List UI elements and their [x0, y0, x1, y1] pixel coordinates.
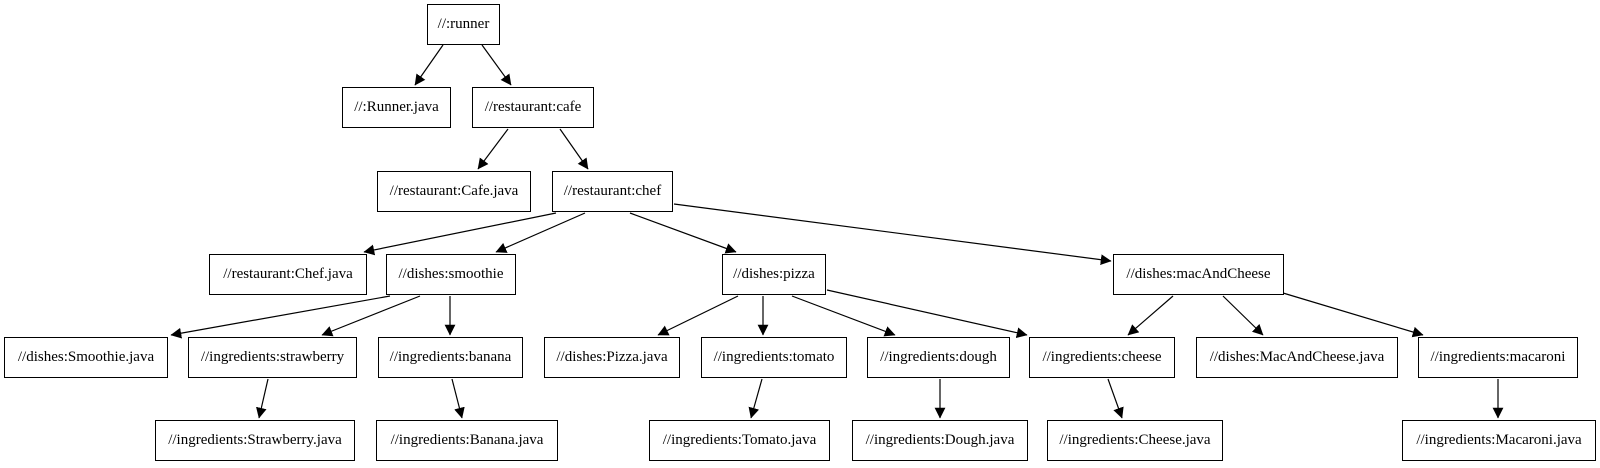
graph-node-label: //ingredients:tomato [713, 349, 835, 365]
graph-edge-pizza-to-dough [791, 295, 896, 337]
graph-edge-mac-and-cheese-to-cheese [1127, 295, 1174, 336]
graph-node-cheese-java: //ingredients:Cheese.java [1047, 420, 1223, 461]
graph-node-tomato: //ingredients:tomato [701, 337, 847, 378]
graph-node-label: //dishes:macAndCheese [1126, 266, 1271, 282]
graph-edge-chef-to-smoothie [495, 212, 586, 253]
graph-node-label: //restaurant:Cafe.java [389, 183, 519, 199]
graph-edge-chef-to-pizza [629, 212, 737, 254]
graph-node-runner: //:runner [427, 4, 500, 45]
graph-edge-banana-to-banana-java [451, 378, 465, 419]
graph-edge-tomato-to-tomato-java [748, 378, 763, 419]
graph-edge-chef-to-chef-java [363, 212, 557, 256]
graph-node-chef: //restaurant:chef [552, 171, 673, 212]
graph-edge-mac-and-cheese-to-macaroni [1282, 292, 1424, 338]
graph-edge-runner-to-runner-java [414, 44, 444, 86]
graph-edge-smoothie-to-strawberry [321, 295, 421, 337]
graph-node-label: //ingredients:banana [389, 349, 512, 365]
graph-node-chef-java: //restaurant:Chef.java [209, 254, 367, 295]
graph-node-label: //restaurant:cafe [484, 99, 582, 115]
graph-edge-strawberry-to-strawberry-java [256, 378, 269, 419]
graph-node-banana-java: //ingredients:Banana.java [376, 420, 558, 461]
graph-node-macaroni: //ingredients:macaroni [1418, 337, 1578, 378]
graph-edge-pizza-to-cheese [826, 289, 1028, 339]
graph-node-label: //dishes:MacAndCheese.java [1209, 349, 1385, 365]
graph-node-strawberry-java: //ingredients:Strawberry.java [155, 420, 355, 461]
graph-node-pizza-java: //dishes:Pizza.java [544, 337, 680, 378]
graph-node-label: //dishes:smoothie [398, 266, 504, 282]
graph-node-label: //restaurant:Chef.java [223, 266, 353, 282]
graph-edge-chef-to-mac-and-cheese [673, 203, 1112, 266]
graph-edge-runner-to-cafe [481, 44, 512, 86]
graph-node-label: //ingredients:Macaroni.java [1416, 432, 1582, 448]
graph-node-cafe-java: //restaurant:Cafe.java [377, 171, 531, 212]
graph-node-label: //ingredients:Cheese.java [1059, 432, 1211, 448]
graph-node-label: //ingredients:strawberry [200, 349, 345, 365]
graph-edge-cafe-to-cafe-java [477, 128, 509, 170]
graph-node-cafe: //restaurant:cafe [472, 87, 594, 128]
graph-edge-smoothie-to-smoothie-java [170, 295, 391, 339]
graph-node-macaroni-java: //ingredients:Macaroni.java [1402, 420, 1596, 461]
graph-node-label: //dishes:Smoothie.java [17, 349, 155, 365]
graph-node-cheese: //ingredients:cheese [1029, 337, 1175, 378]
graph-node-label: //ingredients:Banana.java [390, 432, 544, 448]
graph-node-label: //ingredients:Tomato.java [662, 432, 817, 448]
graph-node-smoothie: //dishes:smoothie [386, 254, 516, 295]
graph-node-mac-and-cheese-java: //dishes:MacAndCheese.java [1196, 337, 1398, 378]
graph-node-label: //ingredients:dough [880, 349, 997, 365]
graph-node-dough: //ingredients:dough [867, 337, 1010, 378]
graph-node-banana: //ingredients:banana [378, 337, 523, 378]
graph-node-strawberry: //ingredients:strawberry [188, 337, 357, 378]
graph-node-label: //ingredients:macaroni [1430, 349, 1566, 365]
graph-node-label: //restaurant:chef [563, 183, 662, 199]
graph-node-label: //dishes:Pizza.java [556, 349, 668, 365]
graph-node-label: //:runner [437, 16, 490, 32]
graph-node-label: //dishes:pizza [733, 266, 815, 282]
graph-node-label: //ingredients:cheese [1042, 349, 1162, 365]
graph-node-label: //ingredients:Strawberry.java [168, 432, 342, 448]
graph-node-smoothie-java: //dishes:Smoothie.java [4, 337, 168, 378]
graph-edge-cafe-to-chef [559, 128, 589, 170]
graph-edge-pizza-to-pizza-java [657, 295, 739, 336]
graph-edge-mac-and-cheese-to-mac-and-cheese-java [1222, 295, 1264, 336]
graph-node-dough-java: //ingredients:Dough.java [852, 420, 1028, 461]
graph-node-label: //ingredients:Dough.java [865, 432, 1015, 448]
graph-node-runner-java: //:Runner.java [342, 87, 451, 128]
graph-node-tomato-java: //ingredients:Tomato.java [649, 420, 830, 461]
graph-edge-cheese-to-cheese-java [1107, 378, 1124, 419]
graph-node-label: //:Runner.java [354, 99, 439, 115]
graph-node-pizza: //dishes:pizza [722, 254, 826, 295]
graph-node-mac-and-cheese: //dishes:macAndCheese [1113, 254, 1284, 295]
